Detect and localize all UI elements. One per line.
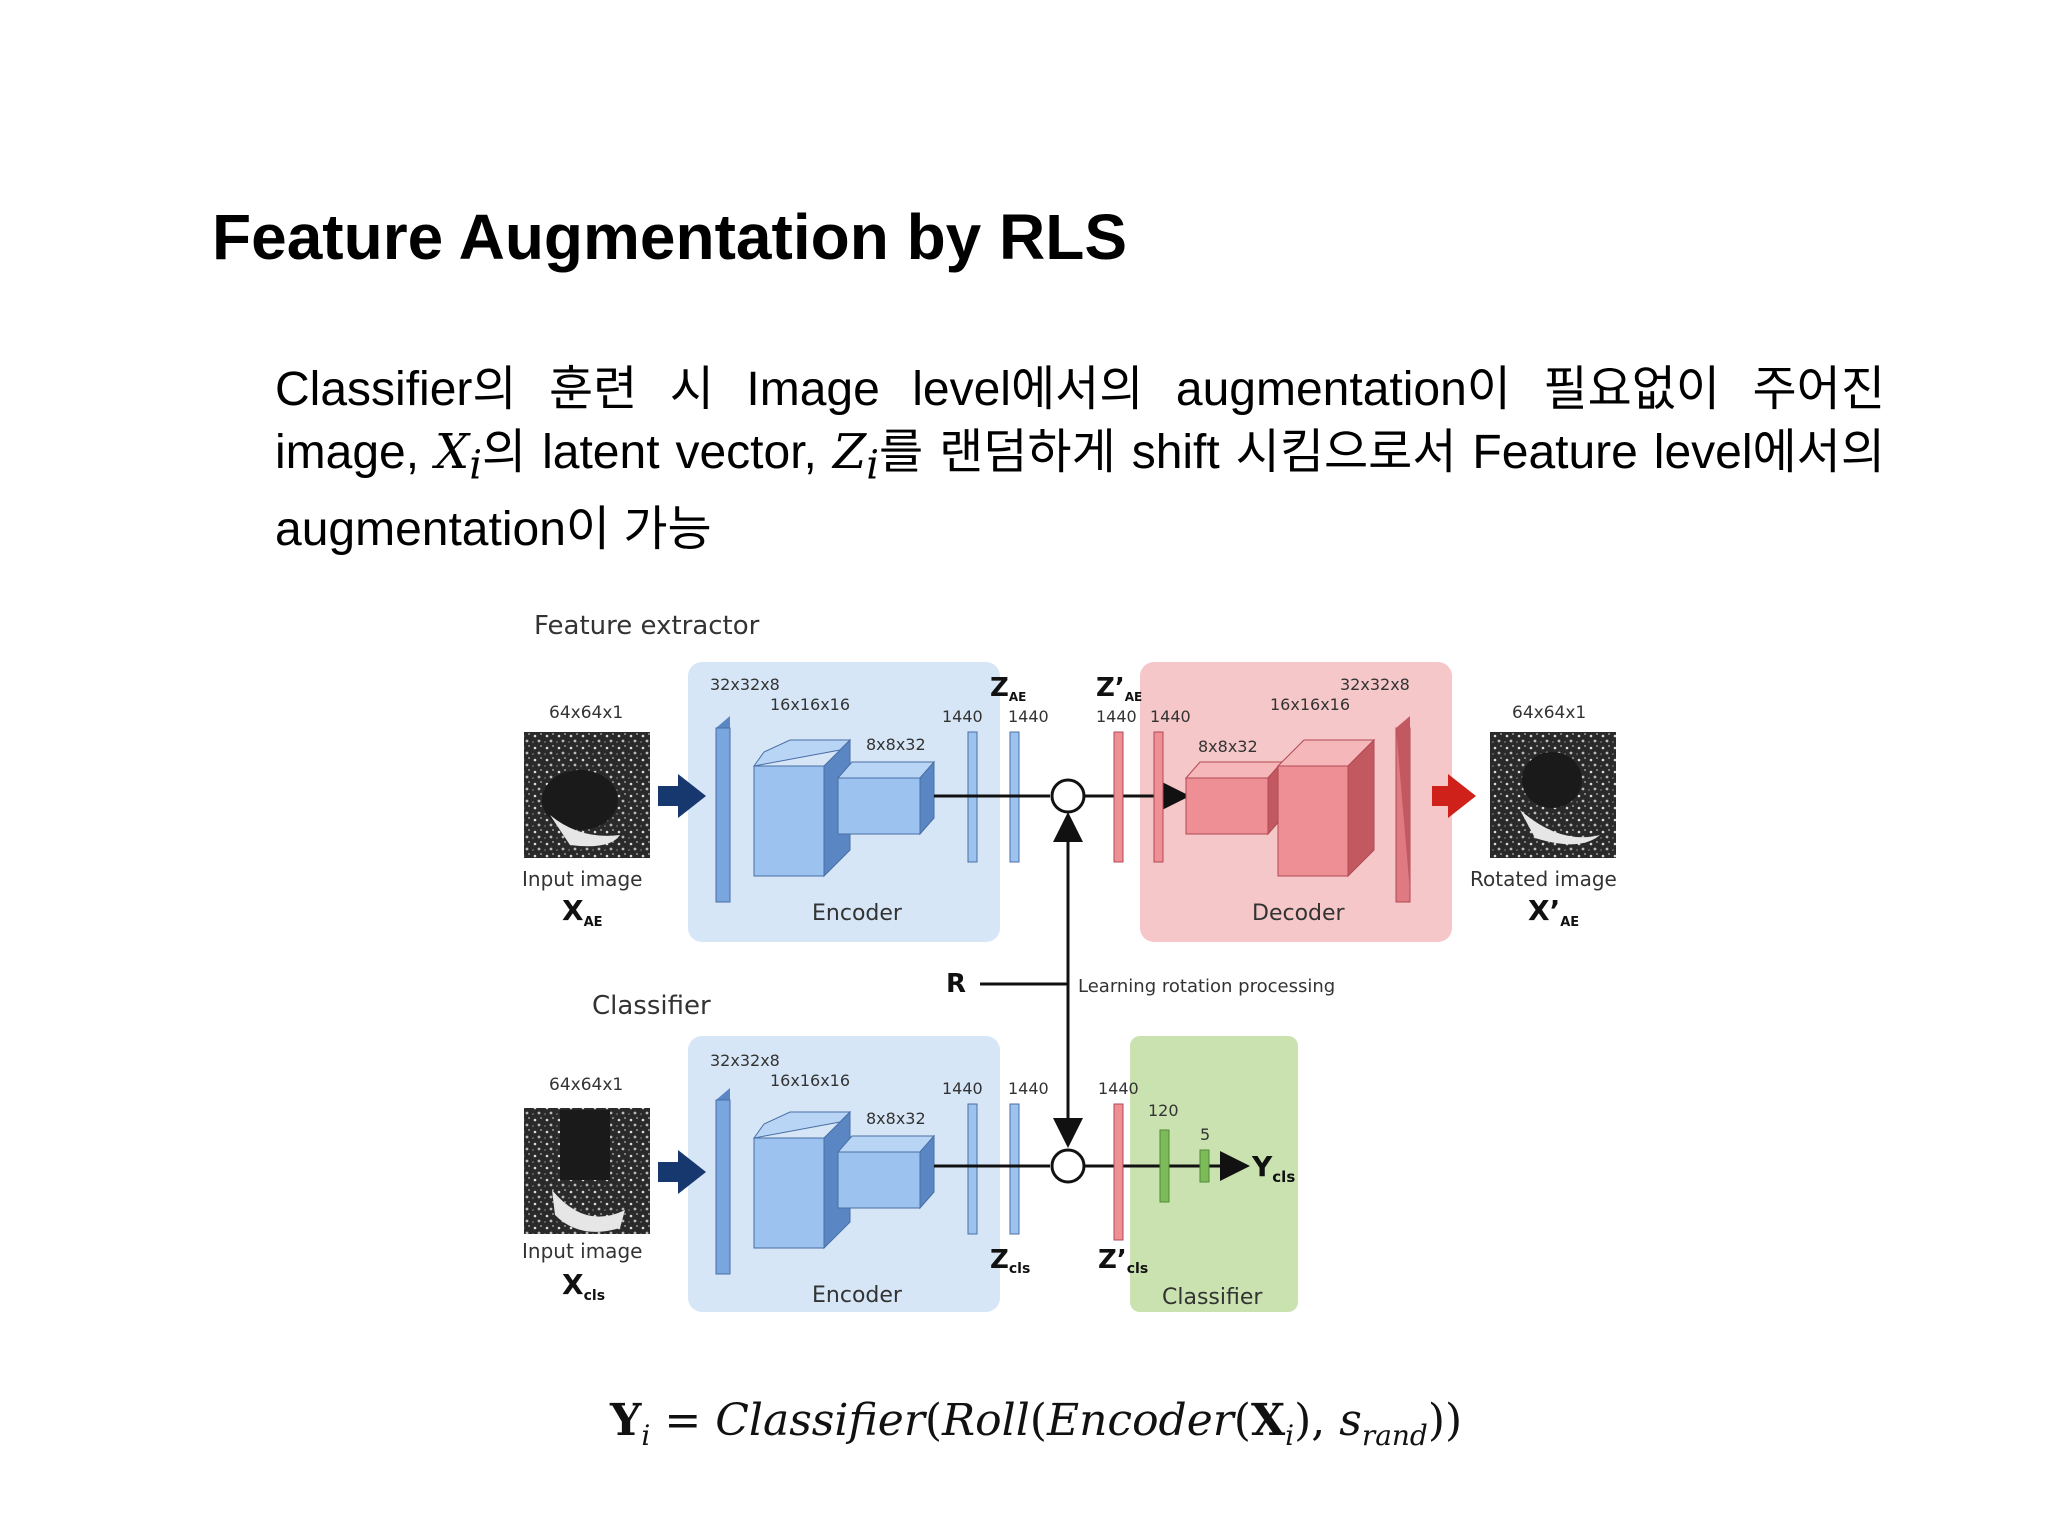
bottom-enc-l1: 32x32x8 bbox=[710, 1051, 780, 1070]
classifier-panel bbox=[1130, 1036, 1298, 1312]
bottom-z-cls: Zcls bbox=[990, 1245, 1030, 1277]
feature-extractor-title: Feature extractor bbox=[534, 611, 760, 641]
bottom-fc-b-label: 1440 bbox=[1008, 1079, 1049, 1098]
bottom-fc-bar-b bbox=[1009, 1103, 1020, 1235]
rotation-process-label: Learning rotation processing bbox=[1078, 976, 1335, 997]
body-text-part-3: 를 랜덤하게 shift 시킴으로서 Feature level에서의 augm… bbox=[275, 426, 1886, 556]
classifier-title: Classifier bbox=[592, 991, 711, 1021]
top-dec-l1: 32x32x8 bbox=[1340, 675, 1410, 694]
top-enc-l2: 16x16x16 bbox=[770, 695, 850, 714]
cls-fc-bar-5 bbox=[1199, 1149, 1210, 1183]
top-output-arrow bbox=[1432, 774, 1476, 818]
body-text-part-1: Classifier의 훈련 시 Image level에서의 augmenta… bbox=[275, 363, 1885, 479]
slide-body-text: Classifier의 훈련 시 Image level에서의 augmenta… bbox=[275, 358, 1885, 561]
top-output-var: X’AE bbox=[1528, 894, 1579, 930]
top-dec-fc-bar-b bbox=[1153, 731, 1164, 863]
bottom-enc-l3: 8x8x32 bbox=[866, 1109, 926, 1128]
top-fc-b-label: 1440 bbox=[1008, 707, 1049, 726]
top-fc-a-label: 1440 bbox=[942, 707, 983, 726]
top-input-size: 64x64x1 bbox=[549, 703, 623, 723]
top-enc-l3: 8x8x32 bbox=[866, 735, 926, 754]
bottom-input-arrow bbox=[658, 1150, 706, 1194]
top-zp-ae: Z’AE bbox=[1096, 673, 1142, 704]
x-i-variable: Xi bbox=[435, 424, 482, 489]
body-text-part-2: 의 latent vector, bbox=[482, 426, 833, 479]
top-encoder-blocks bbox=[715, 716, 936, 903]
top-dec-l3: 8x8x32 bbox=[1198, 737, 1258, 756]
top-output-size: 64x64x1 bbox=[1512, 703, 1586, 723]
bottom-input-var: Xcls bbox=[562, 1268, 605, 1304]
rls-formula: Yi = Classifier(Roll(Encoder(Xi), srand)… bbox=[610, 1395, 1463, 1452]
top-output-label: Rotated image bbox=[1470, 867, 1617, 891]
top-z-ae: ZAE bbox=[990, 673, 1026, 704]
bottom-encoder-label: Encoder bbox=[812, 1283, 903, 1308]
slide-title: Feature Augmentation by RLS bbox=[212, 201, 1128, 273]
top-input-arrow bbox=[658, 774, 706, 818]
rotation-r-label: R bbox=[946, 969, 966, 999]
top-input-label: Input image bbox=[522, 867, 642, 891]
cls-fc-bar-1440 bbox=[1113, 1103, 1124, 1241]
architecture-diagram: Feature extractor Classifier 64x64x1 Inp… bbox=[522, 611, 1617, 1312]
top-decoder-label: Decoder bbox=[1252, 901, 1346, 926]
top-dec-fc-b-label: 1440 bbox=[1150, 707, 1191, 726]
top-encoder-label: Encoder bbox=[812, 901, 903, 926]
top-merge-node bbox=[1050, 778, 1086, 814]
cls-fc1-label: 1440 bbox=[1098, 1079, 1139, 1098]
bottom-enc-l2: 16x16x16 bbox=[770, 1071, 850, 1090]
y-cls-output: Ycls bbox=[1251, 1150, 1295, 1186]
top-dec-fc-a-label: 1440 bbox=[1096, 707, 1137, 726]
top-dec-fc-bar-a bbox=[1113, 731, 1124, 863]
cls-fc3-label: 5 bbox=[1200, 1125, 1210, 1144]
top-enc-l1: 32x32x8 bbox=[710, 675, 780, 694]
cls-fc2-label: 120 bbox=[1148, 1101, 1179, 1120]
top-decoder-blocks bbox=[1184, 716, 1411, 903]
bottom-input-label: Input image bbox=[522, 1239, 642, 1263]
top-dec-l2: 16x16x16 bbox=[1270, 695, 1350, 714]
top-input-var: XAE bbox=[562, 894, 603, 930]
bottom-encoder-blocks bbox=[715, 1088, 936, 1275]
bottom-zp-cls: Z’cls bbox=[1098, 1245, 1148, 1277]
bottom-merge-node bbox=[1050, 1148, 1086, 1184]
bottom-input-size: 64x64x1 bbox=[549, 1075, 623, 1095]
cls-fc-bar-120 bbox=[1159, 1129, 1170, 1203]
bottom-fc-bar-a bbox=[967, 1103, 978, 1235]
z-i-variable: Zi bbox=[832, 424, 879, 489]
classifier-label: Classifier bbox=[1162, 1285, 1263, 1310]
bottom-fc-a-label: 1440 bbox=[942, 1079, 983, 1098]
